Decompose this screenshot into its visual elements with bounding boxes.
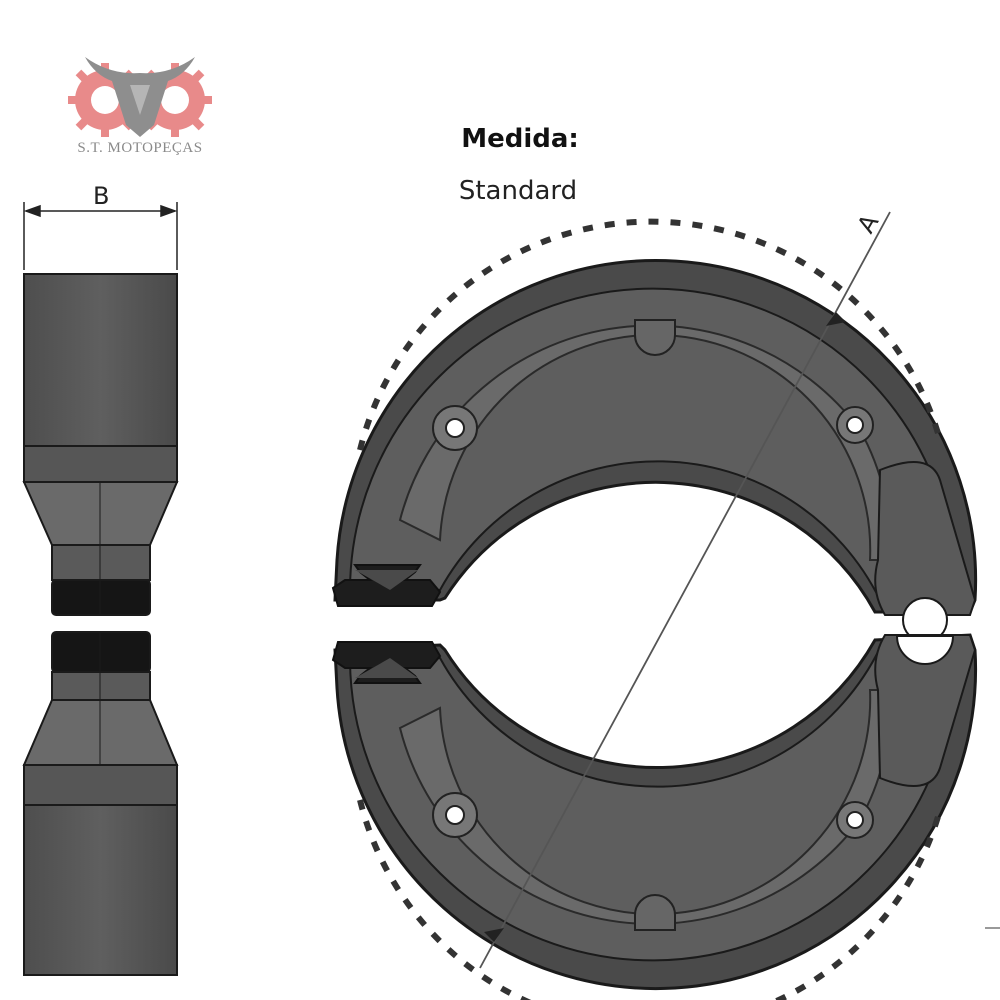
measure-heading: Medida: — [461, 124, 579, 154]
bull-gear-logo-icon — [68, 57, 212, 137]
measure-value: Standard — [458, 176, 578, 206]
side-view: B — [22, 182, 179, 976]
dimension-b — [23, 202, 178, 270]
brake-shoe-lower — [331, 633, 978, 1000]
brand-logo: S.T. MOTOPEÇAS — [50, 45, 230, 165]
logo-text: S.T. MOTOPEÇAS — [77, 140, 203, 156]
brake-shoe-upper — [331, 218, 978, 643]
dimension-a-label: A — [852, 209, 885, 238]
dimension-b-label: B — [93, 182, 109, 210]
